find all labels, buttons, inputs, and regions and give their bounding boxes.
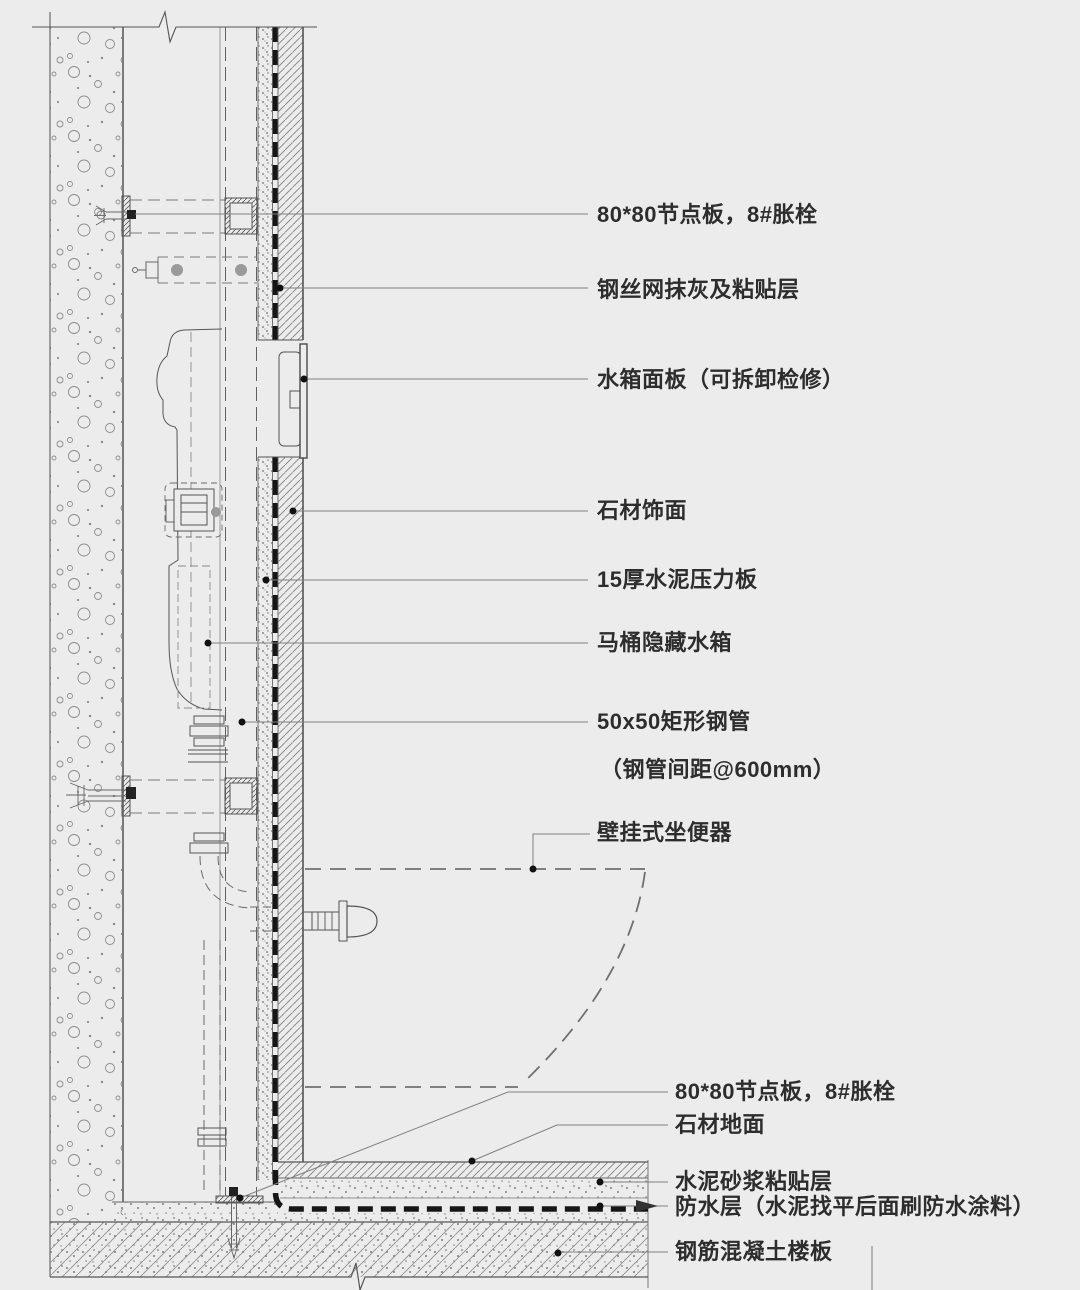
label-stone-finish: 石材饰面: [597, 498, 688, 523]
label-steel-tube: 50x50矩形钢管: [597, 709, 751, 734]
label-hidden-tank: 马桶隐藏水箱: [597, 630, 733, 655]
tank-mounting-rail: [132, 256, 257, 284]
label-node-plate-bottom: 80*80节点板，8#胀栓: [675, 1079, 896, 1104]
floor-slab: [50, 1160, 649, 1290]
toilet-outline: [305, 868, 646, 1088]
boundary-lines: [32, 9, 873, 1290]
label-cement-board: 15厚水泥压力板: [597, 567, 758, 592]
label-wire-mesh-plaster: 钢丝网抹灰及粘贴层: [597, 277, 800, 302]
label-tank-access-panel: 水箱面板（可拆卸检修）: [597, 367, 845, 392]
floor-finish-layers: [112, 1161, 648, 1222]
label-mortar-layer: 水泥砂浆粘贴层: [675, 1169, 833, 1194]
leader-dots: [204, 284, 658, 1257]
tank-access-panel-assembly: [278, 343, 308, 459]
concealed-water-tank: [156, 328, 223, 711]
waterproof-arrow: [636, 1200, 658, 1212]
leader-lines: [135, 213, 668, 1253]
label-wall-hung-toilet: 壁挂式坐便器: [597, 820, 733, 845]
label-node-plate-top: 80*80节点板，8#胀栓: [597, 202, 818, 227]
label-stone-floor: 石材地面: [675, 1112, 766, 1137]
label-concrete-slab: 钢筋混凝土楼板: [675, 1239, 833, 1264]
concrete-wall: [49, 12, 124, 1277]
support-bracket-bottom: [66, 775, 258, 817]
support-bracket-top: [94, 195, 258, 237]
toilet-outlet-spigot: [303, 900, 378, 942]
waterproof-membrane: [272, 27, 648, 1212]
label-steel-tube-spacing: （钢管间距@600mm）: [600, 757, 836, 782]
label-waterproof-layer: 防水层（水泥找平后面刷防水涂料）: [675, 1194, 1036, 1219]
cement-pressure-board: [257, 27, 273, 1180]
